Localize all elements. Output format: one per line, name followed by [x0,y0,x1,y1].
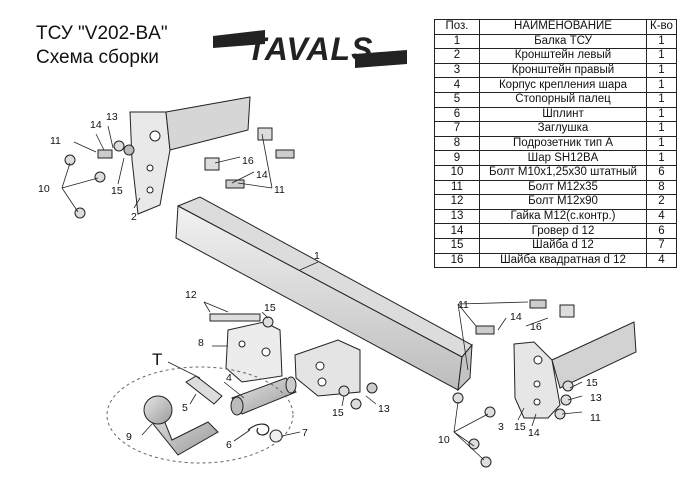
fasteners-top-left [64,140,135,219]
diagram-title: ТСУ "V202-BA" [36,23,168,44]
callout-14-right: 14 [510,311,522,323]
tow-ball [143,395,219,456]
callout-11-top-center: 11 [274,184,285,196]
callout-16-top-center: 16 [242,155,254,167]
table-header-row: Поз. НАИМЕНОВАНИЕ К-во [434,19,677,35]
cell-name: Шайба d 12 [479,237,647,254]
callout-2-left-bracket: 2 [131,211,137,223]
left-bracket [129,96,251,215]
callout-15-middle-left: 15 [264,302,276,314]
callout-1-beam: 1 [314,250,320,262]
callout-15-bottom-center: 15 [332,407,344,419]
logo-swoosh-left [213,30,265,48]
cell-name: Балка ТСУ [479,33,647,50]
callout-16-right: 16 [530,321,542,333]
callout-15-right: 15 [586,377,598,389]
center-mount [294,339,361,397]
header-quantity: К-во [646,19,677,35]
callout-8-socket-plate: 8 [198,337,204,349]
callout-12-middle-left: 12 [185,289,197,301]
fasteners-middle-left [209,313,274,328]
cell-position: 16 [434,252,480,269]
brand-logo: TAVALS [213,30,407,68]
callout-4-ball-housing: 4 [226,372,232,384]
tow-beam [175,196,473,392]
fasteners-top-center [204,127,295,189]
cell-quantity: 6 [646,223,677,239]
callout-10-top-left: 10 [38,183,50,195]
logo-text: TAVALS [247,31,374,67]
callout-11-right-upper: 11 [458,299,469,311]
cell-quantity: 7 [646,237,677,254]
callout-14-right-lower: 14 [528,427,540,439]
cell-name: Болт М10х1,25х30 штатный [479,164,647,181]
callout-11-right-lower: 11 [590,412,601,424]
callout-13-bottom-center: 13 [378,403,390,415]
callout-15-right-lower: 15 [514,421,526,433]
cell-name: Шплинт [479,106,647,123]
callout-T-ball-assembly: T [152,350,162,369]
callout-11-top-left: 11 [50,135,61,147]
cell-quantity: 4 [646,252,677,269]
callout-13-top-left: 13 [106,111,118,123]
cell-name: Шайба квадратная d 12 [479,252,647,269]
plug [269,429,283,443]
logo-swoosh-right [355,50,407,68]
callout-5-locking-pin: 5 [182,402,188,414]
socket-plate [225,321,283,383]
header-name: НАИМЕНОВАНИЕ [479,19,647,35]
callout-13-right: 13 [590,392,602,404]
callout-10-right: 10 [438,434,450,446]
cotter-pin [247,423,270,436]
fasteners-right [452,299,575,468]
callout-15-top-left: 15 [111,185,123,197]
fasteners-bottom-center [338,382,378,410]
cell-name: Болт М12х90 [479,194,647,210]
callout-6-cotter-pin: 6 [226,439,232,451]
title-block: ТСУ "V202-BA" Схема сборки [36,22,168,70]
leader-lines [61,125,583,461]
callout-7-plug: 7 [302,427,308,439]
locking-pin [185,375,223,405]
callout-9-tow-ball: 9 [126,431,132,443]
callout-3-right-bracket: 3 [498,421,504,433]
cell-position: 15 [434,237,480,254]
ball-assembly-outline [106,366,294,464]
right-bracket [513,321,637,419]
cell-quantity: 1 [646,62,677,79]
callout-14-top-center: 14 [256,169,268,181]
ball-housing [230,376,297,416]
callout-14-top-left: 14 [90,119,102,131]
diagram-subtitle: Схема сборки [36,47,159,68]
